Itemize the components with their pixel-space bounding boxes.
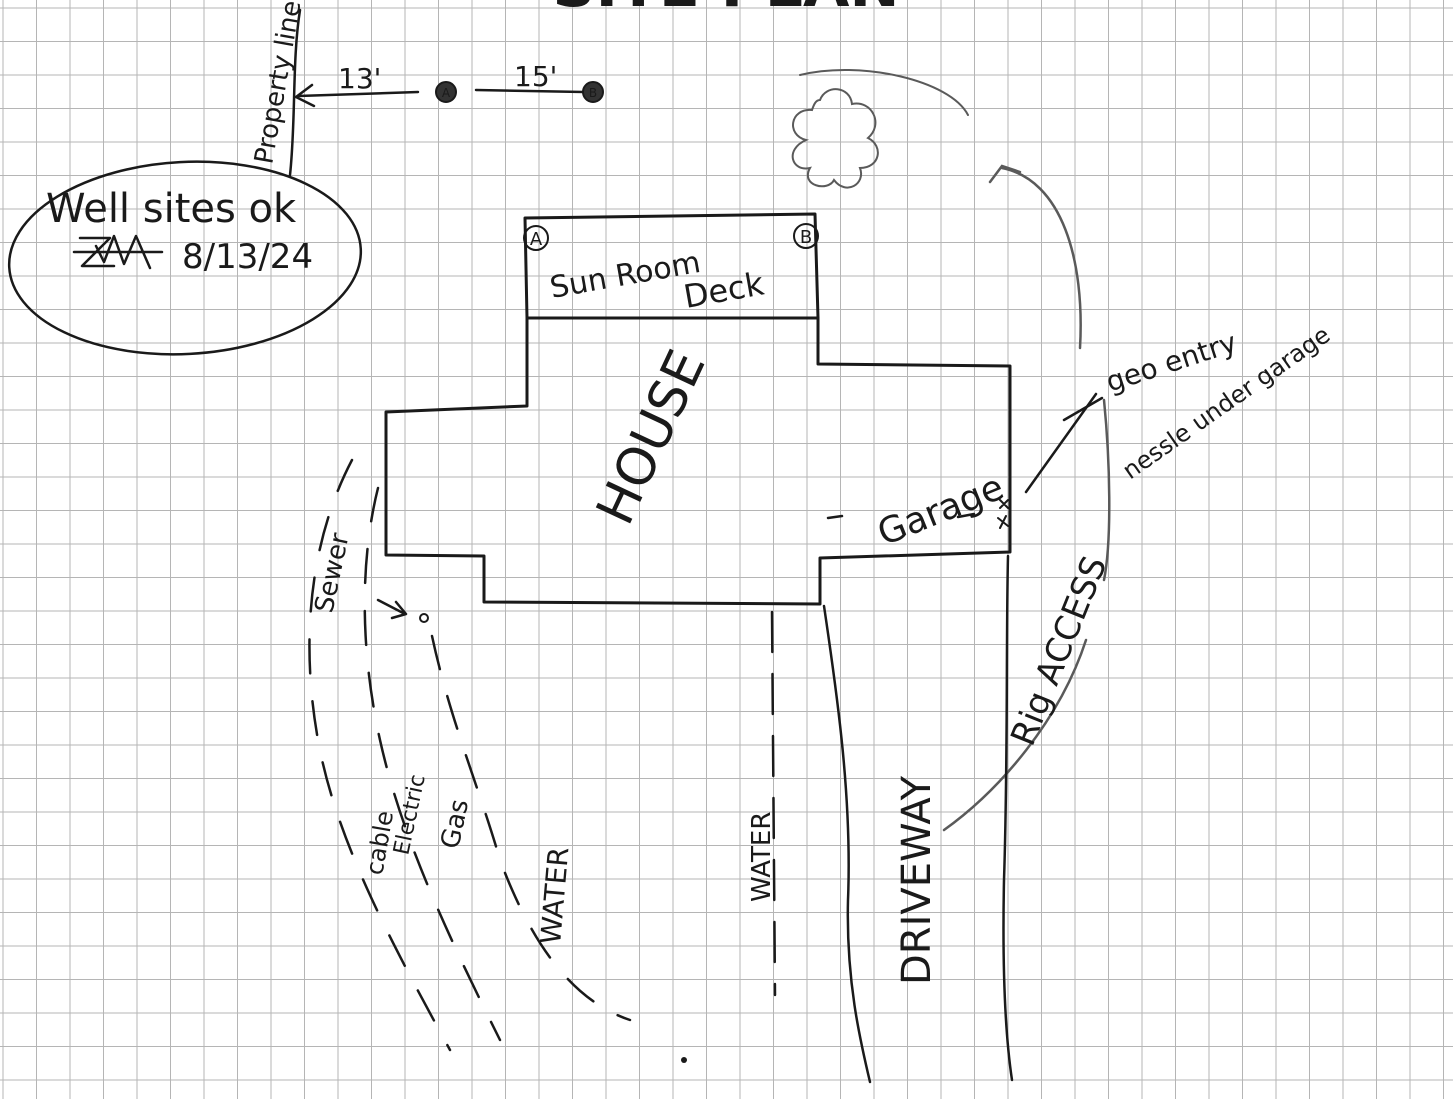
well-site-b: B — [582, 81, 604, 103]
driveway-label: DRIVEWAY — [894, 775, 940, 985]
dimension-13-label: 13' — [338, 62, 381, 95]
water-service-label: WATER — [534, 846, 575, 946]
property-line: Property line — [249, 0, 308, 177]
geo-entry: geo entry nessle under garage — [1024, 321, 1335, 494]
well-b-letter: B — [589, 86, 597, 100]
house-outline: HOUSE — [384, 316, 1012, 606]
geo-entry-label: geo entry — [1102, 326, 1241, 399]
initials-signature — [72, 234, 164, 270]
water-line: WATER — [747, 610, 777, 997]
corner-marker-b-label: B — [800, 227, 812, 248]
corner-marker-b — [793, 223, 819, 249]
tree-sketch — [791, 68, 969, 189]
water-line-label: WATER — [747, 812, 777, 902]
corner-marker-a — [523, 225, 549, 251]
approval-date: 8/13/24 — [182, 237, 313, 277]
well-a-letter: A — [442, 86, 451, 100]
well-site-a: A — [435, 81, 457, 103]
dimension-13: 13' — [294, 62, 420, 108]
dimension-15-label: 15' — [514, 60, 557, 93]
access-label: Rig ACCESS — [1003, 551, 1115, 752]
sun-room-label: Sun Room — [547, 245, 703, 306]
utility-lines: cable Electric Gas WATER — [308, 458, 632, 1052]
ink-dot — [681, 1057, 687, 1063]
dimension-15: 15' — [474, 60, 586, 94]
sewer-label: Sewer — [310, 530, 356, 615]
gas-label: Gas — [436, 797, 476, 852]
approval-note: Well sites ok 8/13/24 — [7, 160, 363, 356]
property-line-label: Property line — [249, 0, 307, 166]
driveway: DRIVEWAY — [822, 554, 1014, 1084]
approval-note-text: Well sites ok — [46, 186, 297, 232]
house-label: HOUSE — [585, 341, 717, 533]
page-title: SITE PLAN — [552, 0, 899, 21]
corner-marker-a-label: A — [530, 229, 543, 250]
